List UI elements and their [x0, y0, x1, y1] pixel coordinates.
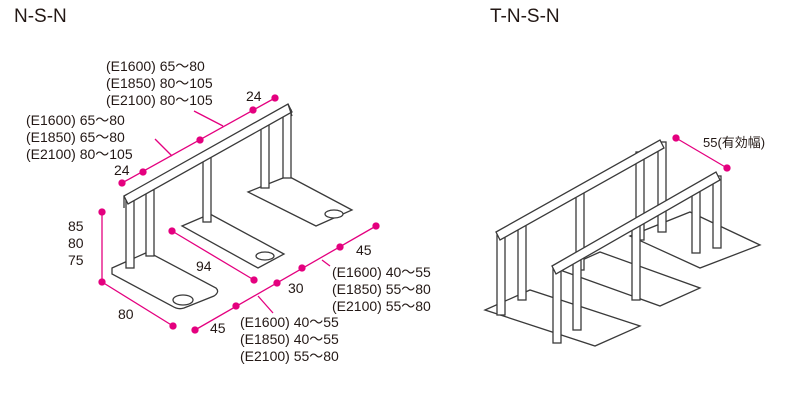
label-line: (E1600) 40～55 — [332, 264, 431, 280]
label-line: (E1600) 65～80 — [26, 112, 125, 128]
label-line: 85 — [68, 218, 84, 234]
label-line: (E1600) 65～80 — [106, 58, 205, 74]
dim-depth: 94 — [196, 258, 212, 274]
title-t-n-s-n: T-N-S-N — [490, 6, 560, 27]
dim-45-right: 45 — [356, 242, 372, 258]
dim-24-bottom: 24 — [114, 162, 130, 178]
label-line: (E1850) 55～80 — [332, 281, 431, 297]
effective-width-label: 55(有効幅) — [703, 135, 766, 150]
label-line: (E2100) 80～105 — [26, 146, 133, 162]
dim-width: 80 — [118, 306, 134, 322]
dimension-lines — [98, 94, 731, 334]
label-line: (E1850) 80～105 — [106, 75, 213, 91]
base-right-label: (E1600) 40～55(E1850) 55～80(E2100) 55～80 — [332, 264, 431, 315]
rail-lower-label: (E1600) 65～80(E1850) 65～80(E2100) 80～105 — [26, 112, 133, 163]
title-n-s-n: N-S-N — [14, 6, 67, 27]
label-line: (E1600) 40～55 — [240, 314, 339, 330]
label-line: (E1850) 65～80 — [26, 129, 125, 145]
dim-30: 30 — [288, 280, 304, 296]
label-line: 75 — [68, 252, 84, 268]
label-line: (E2100) 55～80 — [332, 298, 431, 314]
label-line: 80 — [68, 235, 84, 251]
dim-24-top: 24 — [246, 88, 262, 104]
rail-upper-label: (E1600) 65～80(E1850) 80～105(E2100) 80～10… — [106, 58, 213, 109]
base-left-label: (E1600) 40～55(E1850) 40～55(E2100) 55～80 — [240, 314, 339, 365]
label-line: (E1850) 40～55 — [240, 331, 339, 347]
n-s-n-frame — [111, 103, 354, 310]
dim-45-left: 45 — [210, 320, 226, 336]
t-n-s-n-frame — [483, 139, 762, 347]
label-line: (E2100) 80～105 — [106, 92, 213, 108]
label-line: (E2100) 55～80 — [240, 348, 339, 364]
